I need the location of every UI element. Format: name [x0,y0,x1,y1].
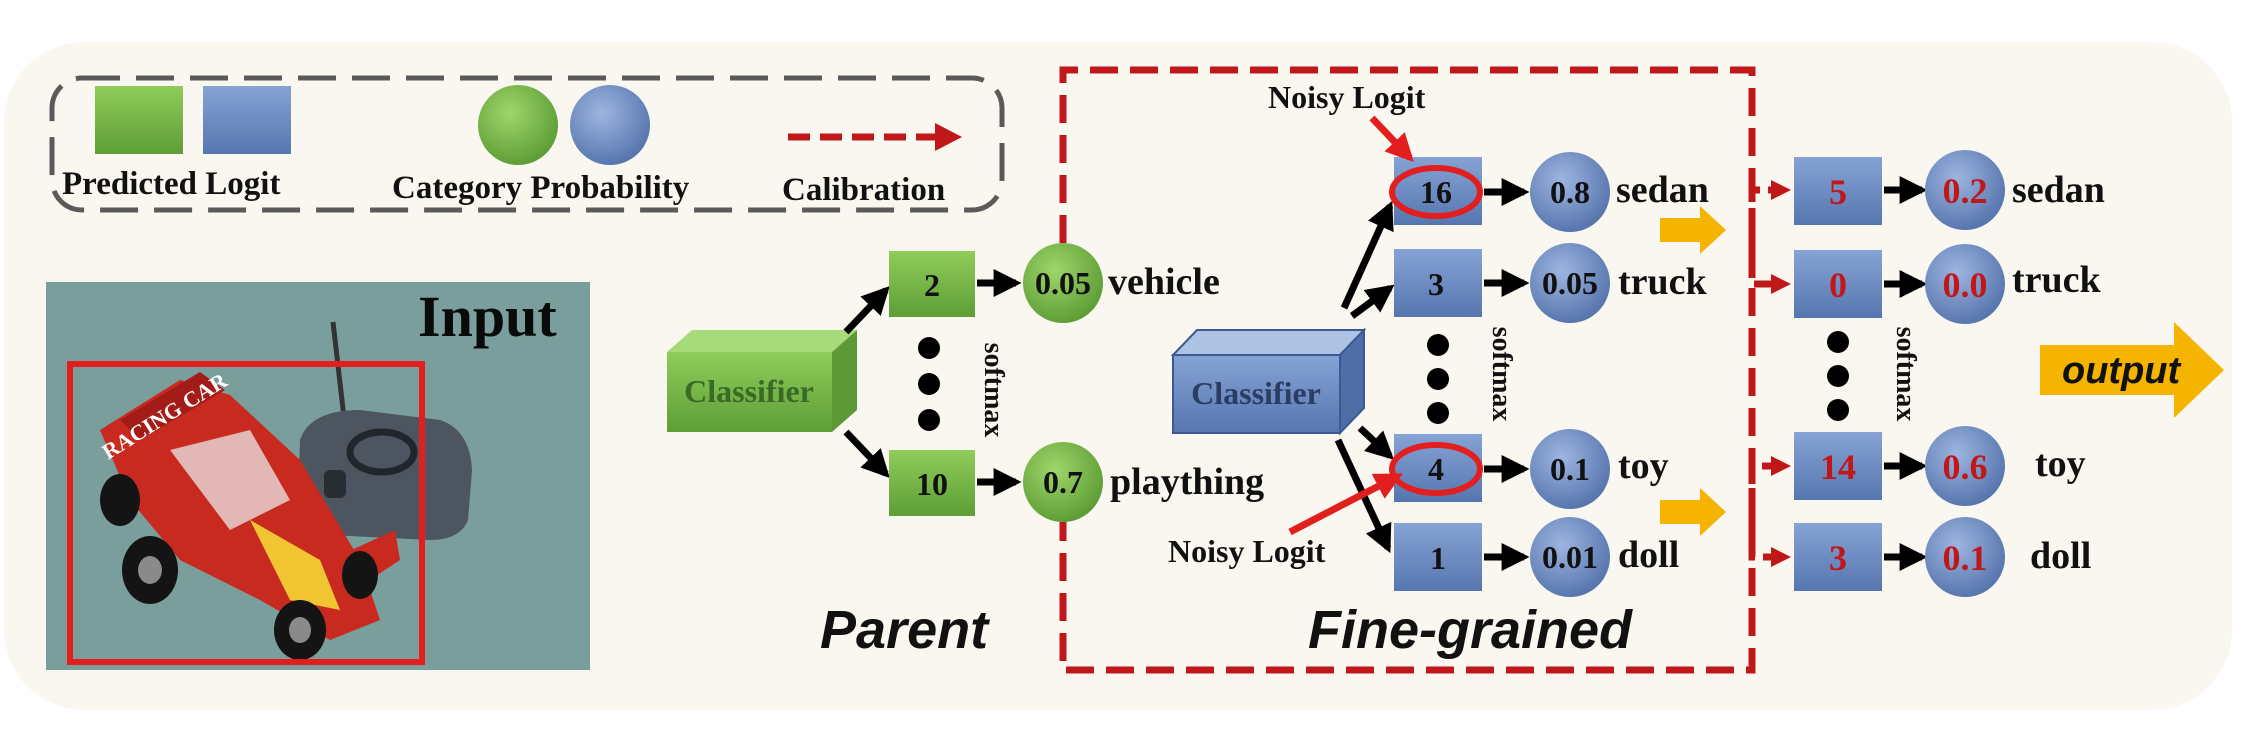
fine-logit-doll: 1 [1394,523,1482,591]
calibrate-arrow-top [1660,206,1726,254]
fine-arrow-to-sedan [1340,200,1394,310]
fine-classifier: Classifier [1170,327,1367,436]
parent-logit-bottom-value: 10 [916,466,948,502]
calibrated-probability-truck: 0.0 [1925,244,2005,324]
legend-category-probability-label: Category Probability [392,170,690,206]
calibration-bracket-truck [1748,230,1776,288]
calibrated-logit-doll-value: 3 [1829,538,1847,578]
calibrated-logit-doll: 3 [1794,523,1882,591]
fine-grained-section-label: Fine-grained [1308,600,1633,660]
fine-probability-toy-value: 0.1 [1550,451,1590,487]
noisy-logit-highlight-top [1389,165,1483,219]
calibrated-logit-sedan-value: 5 [1829,172,1847,212]
fine-logit-toy: 4 [1389,434,1483,502]
fine-probability-doll: 0.01 [1530,517,1610,597]
fine-probability-truck-value: 0.05 [1542,265,1598,301]
fine-probability-sedan: 0.8 [1530,152,1610,232]
legend-calibration-arrowhead [935,123,962,151]
fine-probability-toy: 0.1 [1530,429,1610,509]
parent-classifier-label: Classifier [684,373,814,409]
calibration-bracket-sedan [1748,186,1776,230]
parent-probability-bottom: 0.7 [1023,442,1103,522]
calibrated-category-truck: truck [2012,259,2102,301]
fine-category-sedan: sedan [1616,169,1709,211]
fine-logit-truck-value: 3 [1428,266,1444,302]
input-label: Input [418,284,557,349]
fine-category-truck: truck [1618,261,1708,303]
legend-blue-probability [570,85,650,165]
calibrated-category-toy: toy [2035,443,2086,485]
noisy-logit-label-bottom: Noisy Logit [1168,533,1326,569]
parent-ellipsis-dots [918,337,940,431]
parent-arrow-to-top [843,285,890,335]
parent-logit-top-value: 2 [924,267,940,303]
fine-logit-truck: 3 [1394,249,1482,317]
noisy-logit-arrow-top [1369,115,1414,163]
calibrated-category-sedan: sedan [2012,169,2105,211]
calibrated-probability-doll: 0.1 [1925,517,2005,597]
fine-grained-calibration-border [1059,66,1756,674]
calibrated-logit-truck-value: 0 [1829,265,1847,305]
fine-logit-toy-value: 4 [1428,451,1444,487]
legend-green-logit [95,86,183,154]
calibrated-category-doll: doll [2030,535,2091,577]
legend-border [49,75,1005,213]
input-bounding-box [67,361,425,665]
calibrate-arrow-bottom [1660,488,1726,536]
legend-calibration-label: Calibration [782,172,945,208]
fine-arrow-to-truck [1349,284,1395,319]
calibrated-probability-doll-value: 0.1 [1943,538,1988,578]
legend-green-probability [478,85,558,165]
calibration-bracket-doll [1748,512,1776,561]
parent-logit-bottom: 10 [889,450,975,516]
fine-category-doll: doll [1618,534,1679,576]
fine-softmax-label: softmax [1486,327,1517,422]
calibrated-probability-toy-value: 0.6 [1943,447,1988,487]
noisy-logit-highlight-bottom [1389,442,1483,496]
fine-logit-sedan-value: 16 [1420,174,1452,210]
legend-blue-logit [203,86,291,154]
fine-category-toy: toy [1618,445,1669,487]
legend: Predicted Logit Category Probability Cal… [49,75,1005,213]
calibrated-softmax-label: softmax [1890,327,1921,422]
parent-category-vehicle: vehicle [1108,261,1220,303]
parent-probability-bottom-value: 0.7 [1043,464,1083,500]
fine-probability-sedan-value: 0.8 [1550,174,1590,210]
calibration-bracket-toy [1748,462,1776,512]
output-label: output [2062,350,2182,392]
noisy-logit-arrow-bottom [1288,472,1403,536]
calibrated-logit-toy: 14 [1794,432,1882,500]
calibrated-probability-toy: 0.6 [1925,426,2005,506]
parent-probability-top-value: 0.05 [1035,265,1091,301]
parent-softmax-label: softmax [978,343,1009,438]
parent-probability-top: 0.05 [1023,243,1103,323]
fine-ellipsis-dots [1427,334,1449,424]
fine-logit-sedan: 16 [1389,157,1483,225]
calibrated-logit-truck: 0 [1794,250,1882,318]
fine-classifier-label: Classifier [1191,375,1321,411]
parent-category-plaything: plaything [1110,461,1264,503]
input-image: RACING CAR Input [46,282,590,670]
parent-logit-top: 2 [889,251,975,317]
calibrated-logit-sedan: 5 [1794,157,1882,225]
parent-section-label: Parent [820,600,990,660]
output-arrow [2040,322,2224,418]
fine-arrow-to-toy [1357,425,1395,460]
noisy-logit-label-top: Noisy Logit [1268,79,1426,115]
parent-classifier: Classifier [667,330,857,432]
remote-control-shape [298,321,472,540]
calibrated-probability-sedan-value: 0.2 [1943,171,1988,211]
fine-logit-doll-value: 1 [1430,540,1446,576]
legend-predicted-logit-label: Predicted Logit [62,166,280,202]
parent-arrow-to-bottom [843,429,890,479]
calibrated-probability-sedan: 0.2 [1925,150,2005,230]
calibrated-ellipsis-dots [1827,331,1849,421]
fine-probability-doll-value: 0.01 [1542,539,1598,575]
calibrated-probability-truck-value: 0.0 [1943,265,1988,305]
calibrated-logit-toy-value: 14 [1820,447,1856,487]
fine-probability-truck: 0.05 [1530,243,1610,323]
